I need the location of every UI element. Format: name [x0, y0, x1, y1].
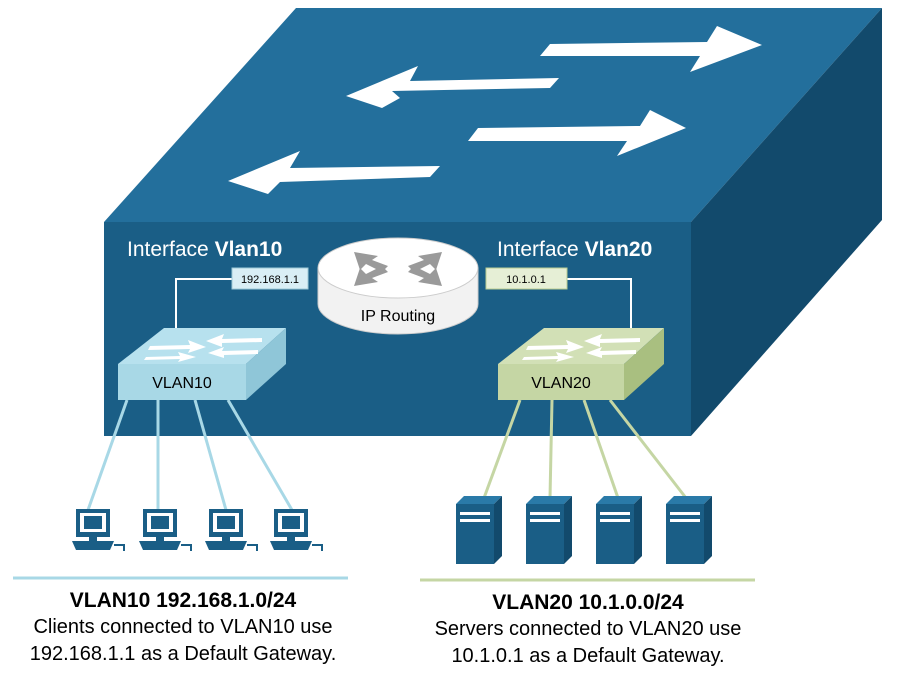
computer-icon — [205, 509, 258, 551]
ip-tag-vlan20 — [485, 267, 568, 290]
vlan20-caption-line2: 10.1.0.1 as a Default Gateway. — [451, 645, 725, 667]
router-icon — [317, 237, 479, 335]
vlan20-caption-title: VLAN20 10.1.0.0/24 — [492, 591, 684, 614]
arrow-right-icon — [540, 26, 762, 72]
vlan10-caption-title: VLAN10 192.168.1.0/24 — [69, 589, 297, 612]
vlan20-interface-link — [567, 278, 632, 330]
arrow-left-icon — [228, 151, 440, 194]
vlan20-device-links — [482, 399, 688, 499]
switch-vlan10-icon — [118, 328, 286, 400]
vlan10-caption-line2: 192.168.1.1 as a Default Gateway. — [29, 643, 337, 665]
switch-vlan20-label: VLAN20 — [531, 375, 591, 392]
ip-tag-vlan20-text: 10.1.0.1 — [506, 274, 546, 286]
arrow-right-icon — [468, 110, 686, 156]
vlan20-caption-line1: Servers connected to VLAN20 use — [434, 618, 742, 640]
router-label: IP Routing — [361, 308, 435, 325]
vlan10-caption: VLAN10 192.168.1.0/24 Clients connected … — [13, 588, 353, 668]
server-icon — [666, 496, 712, 564]
arrow-left-icon — [346, 66, 559, 108]
server-icon — [526, 496, 572, 564]
switch-vlan10-label: VLAN10 — [152, 375, 212, 392]
computer-icon — [139, 509, 192, 551]
vlan20-caption: VLAN20 10.1.0.0/24 Servers connected to … — [418, 590, 758, 670]
server-icon — [596, 496, 642, 564]
interface-vlan10-title: Interface Vlan10 — [127, 238, 282, 261]
vlan10-interface-link — [175, 278, 232, 330]
switch-side-face — [691, 8, 882, 436]
ip-tag-vlan10-text: 192.168.1.1 — [241, 274, 299, 286]
computer-icon — [72, 509, 125, 551]
server-icon — [456, 496, 502, 564]
vlan10-device-links — [86, 399, 294, 511]
interface-vlan20-title: Interface Vlan20 — [497, 238, 652, 261]
switch-vlan20-icon — [498, 328, 664, 400]
ip-tag-vlan10 — [231, 267, 309, 290]
vlan10-caption-line1: Clients connected to VLAN10 use — [33, 616, 333, 638]
computer-icon — [270, 509, 323, 551]
